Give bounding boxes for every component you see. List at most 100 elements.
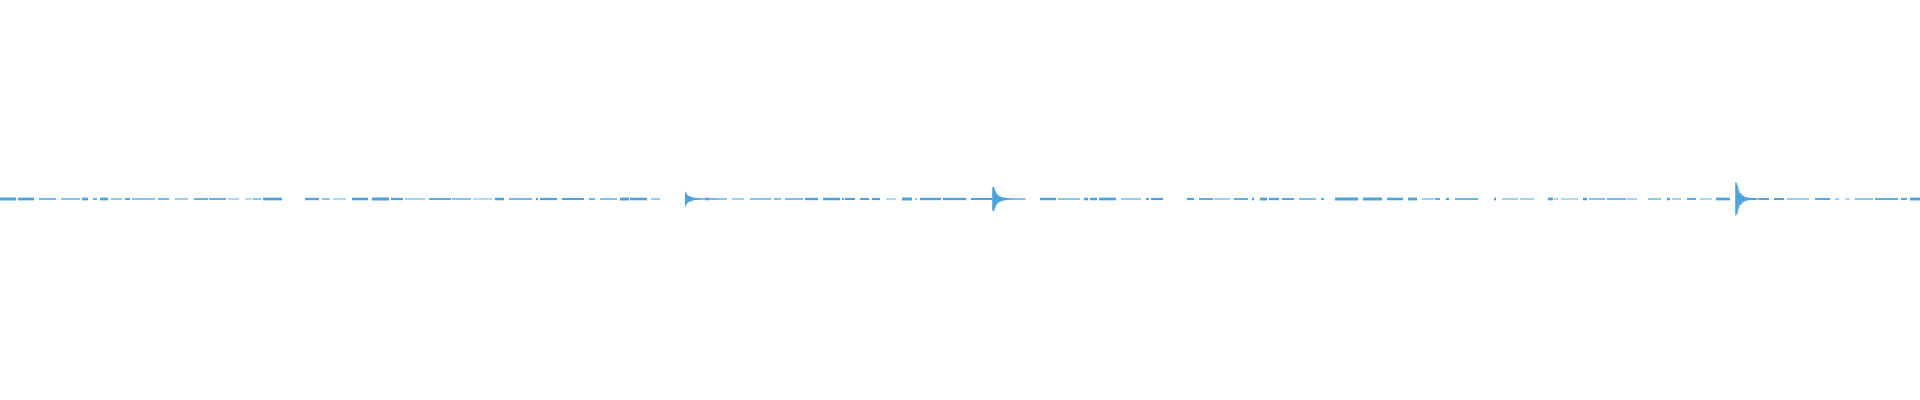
waveform-noise-segment [1408, 197, 1417, 201]
waveform-noise-segment [1090, 197, 1097, 201]
waveform-noise-segment [630, 197, 647, 201]
waveform-noise-segment [263, 197, 282, 201]
waveform-noise-segment [509, 198, 532, 200]
waveform-noise-segment [1672, 198, 1681, 200]
waveform-noise-segment [860, 197, 869, 201]
waveform-noise-segment [1875, 198, 1898, 200]
waveform-noise-segment [473, 198, 492, 200]
waveform-noise-segment [352, 197, 368, 201]
waveform-noise-segment [1187, 197, 1194, 201]
waveform-noise-segment [1589, 198, 1605, 200]
waveform-noise-segment [1151, 197, 1163, 201]
waveform-noise-segment [194, 198, 208, 200]
waveform-transient [992, 186, 1026, 212]
waveform-noise-segment [305, 197, 319, 201]
waveform-noise-segment [971, 197, 992, 201]
waveform-noise-segment [0, 197, 16, 201]
waveform-noise-segment [1910, 197, 1920, 201]
waveform-noise-segment [943, 197, 966, 201]
waveform-noise-segment [1146, 198, 1149, 200]
waveform-noise-segment [1627, 198, 1637, 200]
waveform-noise-segment [1554, 198, 1558, 200]
waveform-noise-segment [228, 198, 239, 200]
waveform-noise-segment [1260, 197, 1267, 201]
waveform-noise-segment [902, 197, 912, 201]
waveform-noise-segment [322, 198, 330, 200]
waveform-noise-segment [1299, 198, 1316, 200]
waveform-noise-segment [710, 198, 727, 200]
waveform-noise-segment [1435, 198, 1440, 200]
waveform-noise-segment [589, 198, 595, 200]
waveform-noise-segment [1234, 198, 1248, 200]
waveform-noise-segment [100, 197, 108, 201]
waveform-noise-segment [495, 197, 504, 201]
waveform-noise-segment [175, 198, 188, 200]
waveform-noise-segment [1787, 198, 1809, 200]
waveform-noise-segment [886, 198, 896, 200]
waveform-noise-segment [1716, 197, 1730, 201]
waveform-noise-segment [1084, 197, 1088, 201]
waveform-noise-segment [732, 198, 744, 200]
waveform-noise-segment [1855, 198, 1873, 200]
waveform-noise-segment [1387, 197, 1403, 201]
waveform-noise-segment [651, 198, 660, 200]
waveform-noise-segment [253, 198, 261, 200]
waveform-noise-segment [1583, 197, 1587, 201]
waveform-noise-segment [536, 197, 538, 201]
waveform-noise-segment [158, 198, 169, 200]
waveform-noise-segment [845, 197, 855, 201]
waveform-noise-segment [39, 198, 56, 200]
waveform-noise-segment [1422, 198, 1434, 200]
waveform-noise-segment [333, 198, 346, 200]
waveform-noise-segment [111, 198, 122, 200]
waveform-noise-segment [1548, 197, 1553, 201]
waveform-noise-segment [805, 197, 818, 201]
waveform-noise-segment [1845, 198, 1850, 200]
waveform-transient [1735, 182, 1769, 216]
waveform-noise-segment [1494, 197, 1496, 201]
waveform-noise-segment [1700, 198, 1712, 200]
waveform-noise-segment [1269, 197, 1279, 201]
waveform-noise-segment [1667, 197, 1670, 201]
waveform-noise-segment [1363, 197, 1382, 201]
waveform-noise-segment [1321, 198, 1324, 200]
waveform-noise-segment [405, 198, 425, 200]
waveform-noise-segment [1214, 198, 1230, 200]
waveform-noise-segment [132, 198, 155, 200]
waveform-noise-segment [872, 197, 880, 201]
waveform-noise-segment [429, 198, 451, 200]
waveform-noise-segment [1335, 197, 1358, 201]
waveform-noise-segment [1455, 198, 1478, 200]
waveform-noise-segment [209, 198, 226, 200]
waveform-noise-segment [125, 198, 130, 200]
waveform-noise-segment [842, 198, 844, 200]
waveform-noise-segment [1446, 197, 1449, 201]
waveform-noise-segment [562, 197, 584, 201]
waveform-transient-group [684, 182, 1769, 216]
waveform-noise-segment [1520, 198, 1534, 200]
waveform-noise-segment [750, 198, 771, 200]
waveform-noise-segment [1687, 198, 1696, 200]
waveform-noise-segment [1099, 197, 1116, 201]
waveform-noise-segment [774, 198, 781, 200]
waveform-noise-segment [1901, 198, 1907, 200]
waveform-transient [684, 191, 719, 207]
waveform-noise-segment [18, 197, 34, 201]
waveform-noise-segment [372, 197, 389, 201]
waveform-noise-segment [245, 198, 252, 200]
waveform-noise-segment [920, 197, 941, 201]
waveform-noise-segment [1815, 198, 1830, 200]
waveform-noise-segment [452, 198, 471, 200]
waveform-noise-segment [1561, 198, 1578, 200]
waveform-noise-segment [1607, 198, 1626, 200]
waveform-noise-segment [1774, 197, 1784, 201]
waveform-noise-segment [823, 197, 840, 201]
waveform-noise-segment [93, 198, 97, 200]
waveform-noise-segment [1502, 198, 1518, 200]
waveform-noise-segment [1199, 198, 1213, 200]
waveform-noise-segment [600, 198, 617, 200]
waveform-noise-segment [1252, 197, 1254, 201]
waveform-baseline-group [0, 197, 1920, 201]
